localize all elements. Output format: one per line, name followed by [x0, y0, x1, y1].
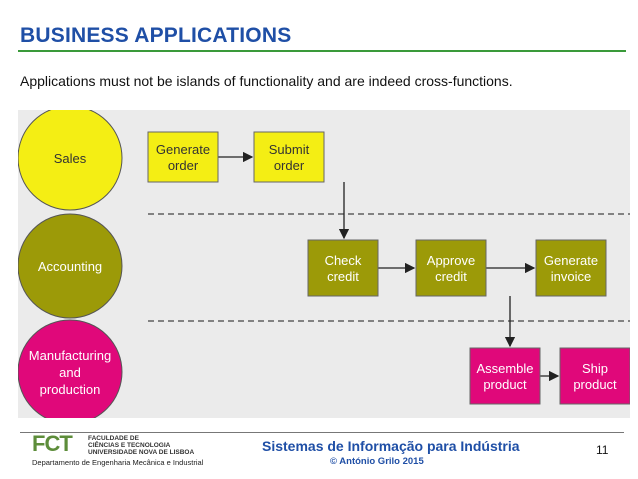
step-label: product	[483, 377, 527, 392]
step-label: Ship	[582, 361, 608, 376]
step-label: Assemble	[476, 361, 533, 376]
step-label: Approve	[427, 253, 475, 268]
lane-label: Accounting	[38, 259, 102, 274]
step-label: Generate	[544, 253, 598, 268]
lane-label: and	[59, 365, 81, 380]
step-label: Submit	[269, 142, 310, 157]
footer-divider	[20, 432, 624, 433]
step-label: Check	[325, 253, 362, 268]
logo-mark: FCT	[32, 431, 73, 456]
lane-label: production	[40, 382, 101, 397]
lane-label: Sales	[54, 151, 87, 166]
department-label: Departamento de Engenharia Mecânica e In…	[32, 458, 204, 467]
step-label: order	[168, 158, 199, 173]
author-credit: © António Grilo 2015	[330, 456, 424, 467]
logo-text: FACULDADE DE CIÊNCIAS E TECNOLOGIA UNIVE…	[88, 435, 195, 456]
lane-label: Manufacturing	[29, 348, 111, 363]
lane-sales: Sales	[18, 110, 123, 211]
lane-manufacturing: Manufacturing and production	[18, 319, 123, 418]
step-label: credit	[327, 269, 359, 284]
page-number: 11	[596, 443, 609, 457]
step-label: credit	[435, 269, 467, 284]
title-underline	[18, 50, 626, 52]
slide-title: BUSINESS APPLICATIONS	[20, 24, 292, 47]
fct-logo: FCT FACULDADE DE CIÊNCIAS E TECNOLOGIA U…	[32, 431, 208, 457]
step-label: Generate	[156, 142, 210, 157]
slide-subtitle: Applications must not be islands of func…	[20, 73, 513, 89]
step-label: order	[274, 158, 305, 173]
step-label: product	[573, 377, 617, 392]
step-label: invoice	[551, 269, 591, 284]
lane-accounting: Accounting	[18, 213, 123, 319]
course-title: Sistemas de Informação para Indústria	[262, 438, 520, 454]
